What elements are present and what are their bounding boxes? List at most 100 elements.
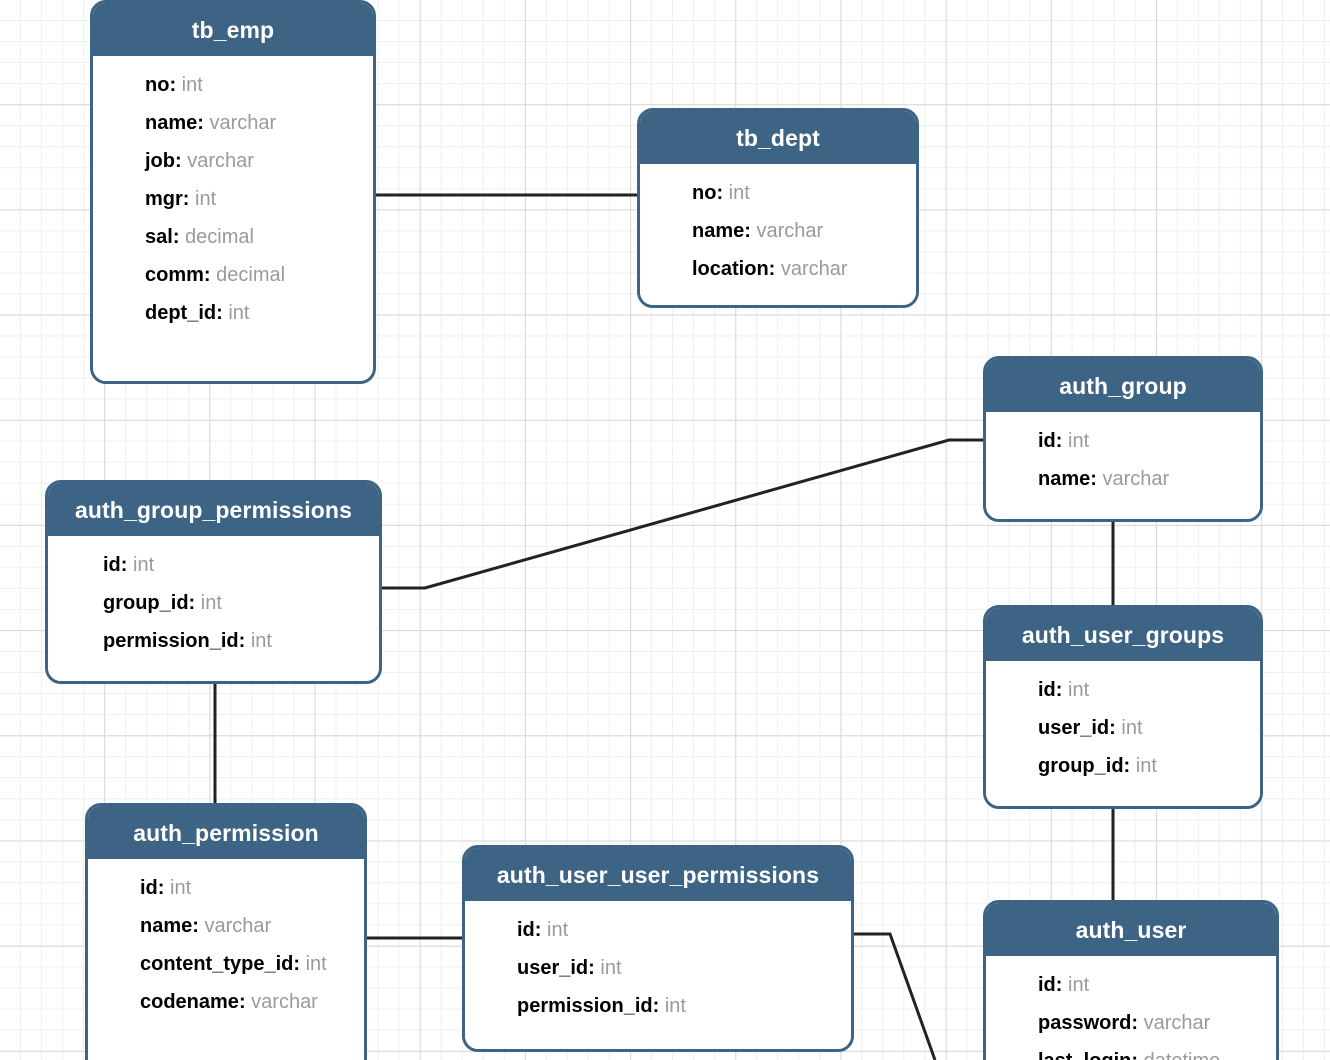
field-separator: : — [293, 953, 306, 975]
field-row[interactable]: group_id: int — [48, 584, 379, 622]
field-row[interactable]: codename: varchar — [88, 983, 364, 1021]
field-separator: : — [175, 150, 188, 172]
field-row[interactable]: comm: decimal — [93, 256, 373, 294]
field-separator: : — [744, 220, 757, 242]
entity-title-auth_group: auth_group — [986, 359, 1260, 412]
field-name: permission_id — [103, 630, 239, 652]
field-name: codename — [140, 991, 239, 1013]
field-type: int — [664, 995, 686, 1017]
field-separator: : — [652, 995, 665, 1017]
field-row[interactable]: group_id: int — [986, 747, 1260, 785]
field-type: int — [1068, 430, 1090, 452]
field-row[interactable]: sal: decimal — [93, 218, 373, 256]
field-row[interactable]: id: int — [48, 546, 379, 584]
field-separator: : — [716, 182, 729, 204]
field-row[interactable]: dept_id: int — [93, 294, 373, 332]
field-name: last_login — [1038, 1050, 1131, 1060]
field-type: decimal — [185, 226, 254, 248]
field-name: location — [692, 258, 769, 280]
field-row[interactable]: name: varchar — [93, 104, 373, 142]
field-row[interactable]: no: int — [640, 174, 916, 212]
field-name: content_type_id — [140, 953, 294, 975]
field-separator: : — [172, 226, 186, 248]
field-separator: : — [534, 919, 547, 941]
field-name: job — [145, 150, 175, 172]
field-row[interactable]: content_type_id: int — [88, 945, 364, 983]
field-row[interactable]: no: int — [93, 66, 373, 104]
field-name: name — [692, 220, 745, 242]
field-row[interactable]: user_id: int — [465, 949, 851, 987]
field-row[interactable]: id: int — [986, 671, 1260, 709]
field-row[interactable]: id: int — [465, 911, 851, 949]
field-type: varchar — [780, 258, 848, 280]
field-separator: : — [1055, 679, 1068, 701]
field-name: id — [140, 877, 158, 899]
entity-title-auth_group_permissions: auth_group_permissions — [48, 483, 379, 536]
field-row[interactable]: mgr: int — [93, 180, 373, 218]
field-type: int — [728, 182, 750, 204]
field-type: int — [250, 630, 272, 652]
field-name: no — [692, 182, 717, 204]
field-separator: : — [197, 112, 210, 134]
entity-title-tb_emp: tb_emp — [93, 3, 373, 56]
field-type: int — [228, 302, 250, 324]
field-type: datetime — [1144, 1050, 1221, 1060]
field-row[interactable]: name: varchar — [640, 212, 916, 250]
field-row[interactable]: user_id: int — [986, 709, 1260, 747]
entity-title-auth_user: auth_user — [986, 903, 1276, 956]
field-row[interactable]: password: varchar — [986, 1004, 1276, 1042]
field-row[interactable]: id: int — [88, 869, 364, 907]
field-type: varchar — [204, 915, 272, 937]
field-type: int — [600, 957, 622, 979]
field-type: varchar — [187, 150, 254, 172]
field-type: int — [1121, 717, 1143, 739]
field-type: varchar — [209, 112, 277, 134]
field-separator: : — [203, 264, 217, 286]
field-row[interactable]: last_login: datetime — [986, 1042, 1276, 1060]
entity-title-auth_permission: auth_permission — [88, 806, 364, 859]
field-separator: : — [216, 302, 229, 324]
field-separator: : — [120, 554, 133, 576]
field-separator: : — [238, 630, 251, 652]
field-name: comm — [145, 264, 204, 286]
field-name: dept_id — [145, 302, 217, 324]
field-separator: : — [1055, 974, 1068, 996]
field-row[interactable]: name: varchar — [986, 460, 1260, 498]
field-name: group_id — [103, 592, 189, 614]
field-type: int — [195, 188, 217, 210]
field-type: decimal — [216, 264, 286, 286]
field-row[interactable]: permission_id: int — [465, 987, 851, 1025]
field-row[interactable]: location: varchar — [640, 250, 916, 288]
field-separator: : — [1109, 717, 1122, 739]
entity-title-tb_dept: tb_dept — [640, 111, 916, 164]
field-separator: : — [188, 592, 201, 614]
field-type: int — [133, 554, 155, 576]
field-type: int — [305, 953, 327, 975]
field-row[interactable]: permission_id: int — [48, 622, 379, 660]
field-row[interactable]: id: int — [986, 966, 1276, 1004]
field-name: id — [517, 919, 535, 941]
field-name: password — [1038, 1012, 1132, 1034]
entity-title-auth_user_user_permissions: auth_user_user_permissions — [465, 848, 851, 901]
field-type: int — [1068, 974, 1090, 996]
field-row[interactable]: job: varchar — [93, 142, 373, 180]
field-row[interactable]: id: int — [986, 422, 1260, 460]
field-name: no — [145, 74, 170, 96]
field-row[interactable]: name: varchar — [88, 907, 364, 945]
field-name: name — [145, 112, 198, 134]
field-name: id — [1038, 679, 1056, 701]
